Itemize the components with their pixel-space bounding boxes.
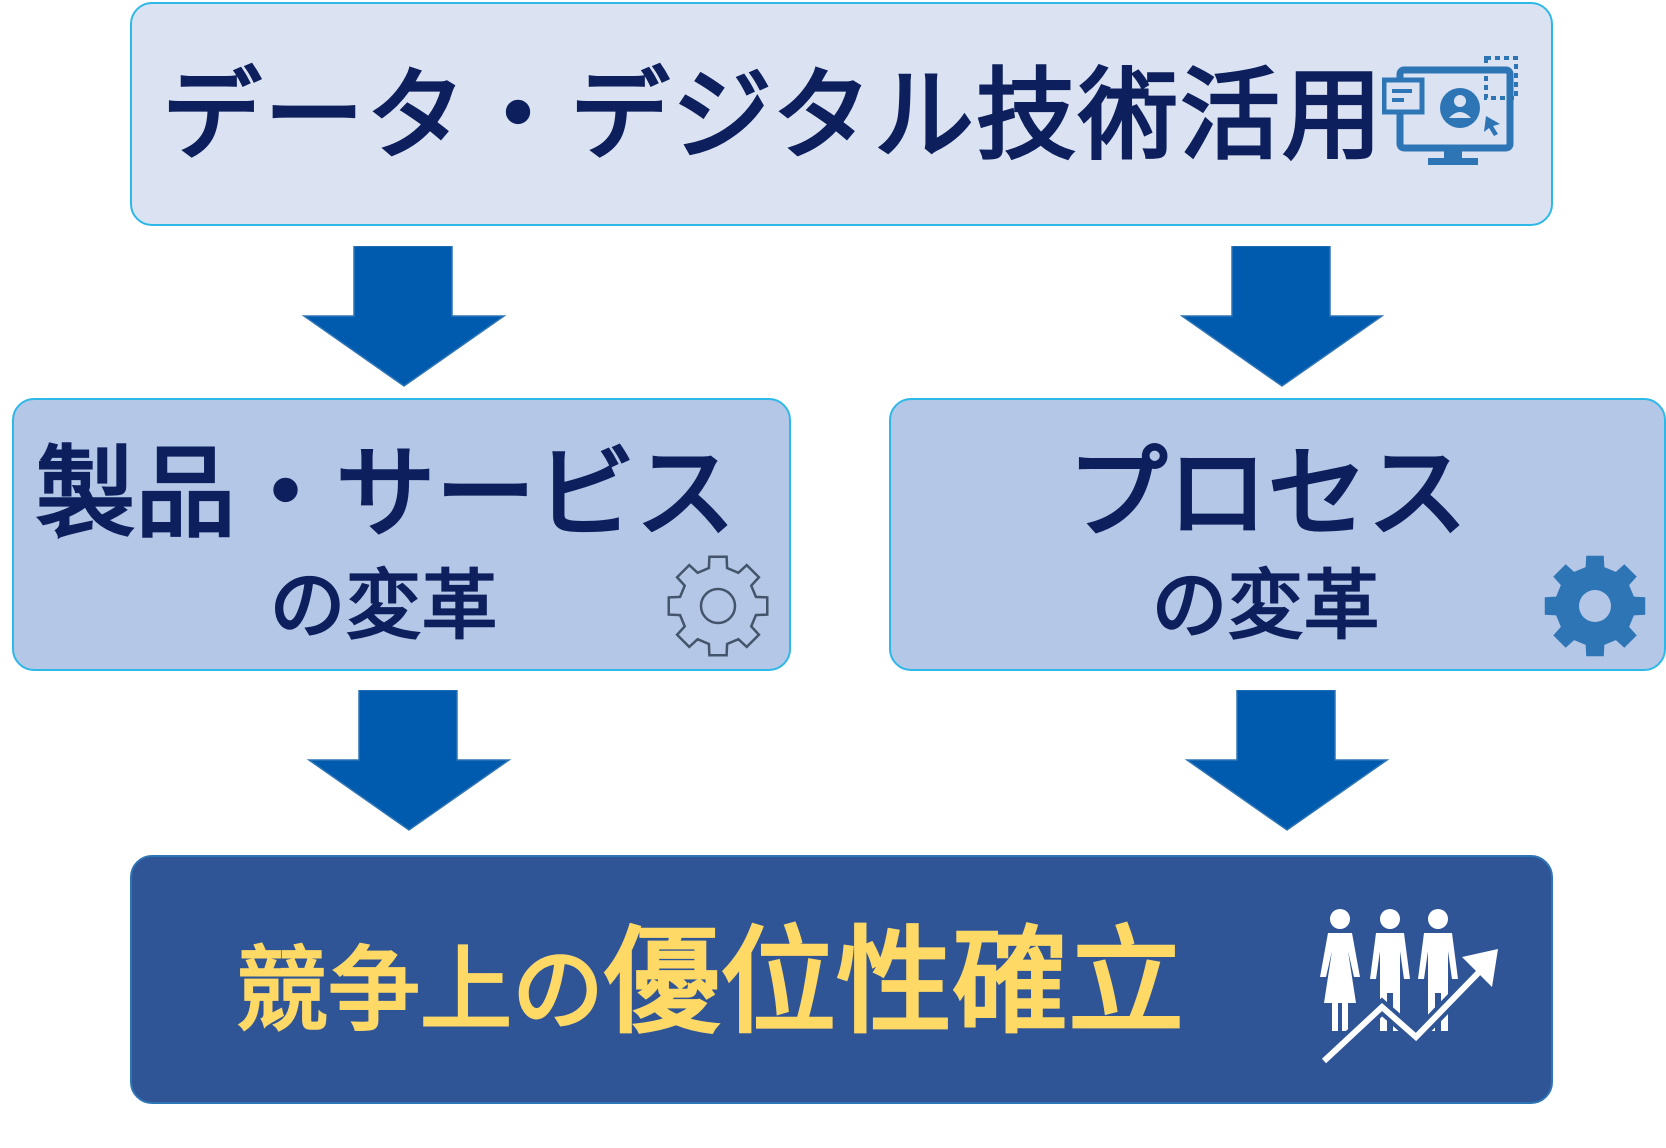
bottom-title-part1: 競争上の: [236, 937, 605, 1044]
bottom-title: 競争上の優位性確立: [236, 925, 1184, 1041]
gear-outline-icon: [667, 555, 769, 657]
arrow-down-left-2: [306, 690, 512, 831]
top-box-data-digital: データ・デジタル技術活用: [130, 2, 1553, 226]
right-box-line2: の変革: [1151, 561, 1380, 650]
arrow-down-right-1: [1179, 246, 1385, 387]
right-box-line1: プロセス: [1067, 435, 1468, 552]
left-box-line2: の変革: [269, 561, 498, 650]
top-title: データ・デジタル技術活用: [162, 57, 1384, 174]
left-box-product-service: 製品・サービス の変革: [12, 398, 791, 671]
bottom-box-competitive-advantage: 競争上の優位性確立: [130, 855, 1553, 1104]
people-growth-icon: [1319, 909, 1498, 1067]
arrow-down-left-1: [301, 246, 507, 387]
bottom-title-part2: 優位性確立: [604, 915, 1185, 1050]
arrow-down-right-2: [1184, 690, 1390, 831]
monitor-user-icon: [1382, 56, 1518, 165]
right-box-process: プロセス の変革: [889, 398, 1666, 671]
left-box-line1: 製品・サービス: [35, 435, 736, 552]
gear-filled-icon: [1544, 555, 1646, 657]
